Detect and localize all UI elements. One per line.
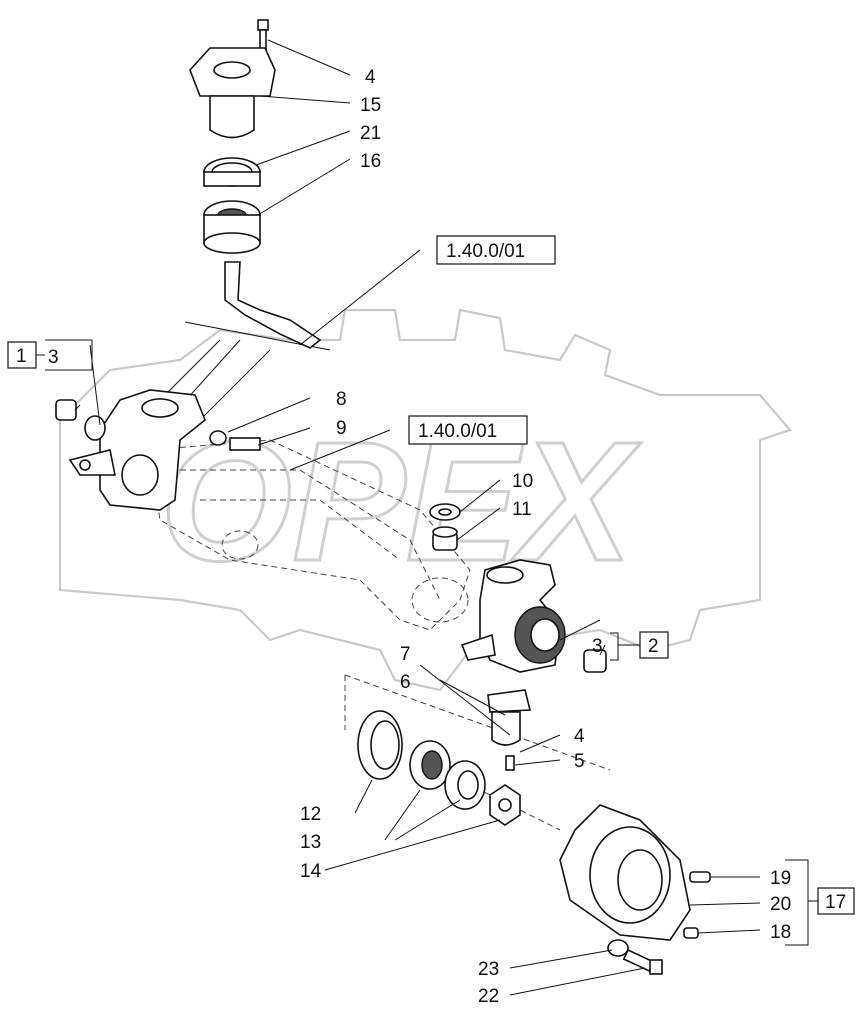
callout-4-top: 4 — [365, 67, 376, 88]
dowel-18 — [683, 927, 699, 939]
callout-22: 22 — [478, 986, 499, 1007]
callout-4-lower: 4 — [574, 726, 585, 747]
callout-9: 9 — [336, 418, 347, 439]
grease-fitting-chain — [224, 261, 322, 349]
callout-8: 8 — [336, 389, 347, 410]
callout-6: 6 — [400, 672, 411, 693]
washer-23 — [607, 939, 629, 957]
svg-text:1.40.0/01: 1.40.0/01 — [418, 421, 497, 442]
top-bearing — [203, 200, 261, 254]
svg-text:17: 17 — [825, 892, 846, 913]
callout-16: 16 — [360, 151, 381, 172]
callout-5: 5 — [574, 751, 585, 772]
seal-ring — [203, 157, 261, 187]
svg-text:2: 2 — [648, 636, 659, 657]
watermark-gear — [58, 308, 792, 692]
callout-10: 10 — [512, 471, 533, 492]
left-bushing — [55, 399, 77, 421]
left-steering-knuckle — [68, 389, 206, 511]
right-bushing — [583, 649, 607, 673]
callout-12: 12 — [300, 804, 321, 825]
callout-13: 13 — [300, 832, 321, 853]
axle-housing-outline — [149, 439, 471, 631]
lower-pivot-pin — [487, 689, 532, 746]
callout-3-right: 3 — [592, 636, 603, 657]
group-ref-17[interactable]: 17 — [817, 887, 855, 915]
group-ref-1[interactable]: 1 — [7, 341, 37, 369]
callout-3-left: 3 — [48, 347, 59, 368]
watermark-text: OPEX — [160, 407, 641, 597]
bushing-11 — [432, 526, 458, 551]
callout-7: 7 — [400, 644, 411, 665]
callout-19: 19 — [770, 868, 791, 889]
upper-seal-10 — [429, 503, 461, 521]
hub-bearing-13a — [409, 740, 451, 790]
callout-21: 21 — [360, 123, 381, 144]
hub-carrier-housing — [559, 804, 691, 941]
lower-screw — [505, 755, 515, 771]
right-steering-knuckle — [460, 559, 566, 673]
leader-lines — [45, 39, 809, 996]
callout-23: 23 — [478, 959, 499, 980]
callout-20: 20 — [770, 894, 791, 915]
pivot-pin-cap — [189, 47, 276, 139]
cross-ref-top[interactable]: 1.40.0/01 — [436, 235, 556, 265]
group-ref-2[interactable]: 2 — [639, 631, 669, 659]
hub-nut-14 — [489, 784, 521, 826]
bolt-22 — [622, 948, 663, 975]
hub-seal-12 — [357, 710, 403, 780]
dowel-19 — [689, 871, 711, 883]
cross-ref-middle[interactable]: 1.40.0/01 — [408, 415, 528, 445]
callout-11: 11 — [512, 499, 532, 520]
svg-text:1: 1 — [16, 346, 27, 367]
callout-14: 14 — [300, 861, 322, 882]
callout-15: 15 — [360, 95, 381, 116]
svg-text:1.40.0/01: 1.40.0/01 — [446, 241, 525, 262]
callout-18: 18 — [770, 922, 791, 943]
hub-bearing-13b — [444, 760, 486, 810]
